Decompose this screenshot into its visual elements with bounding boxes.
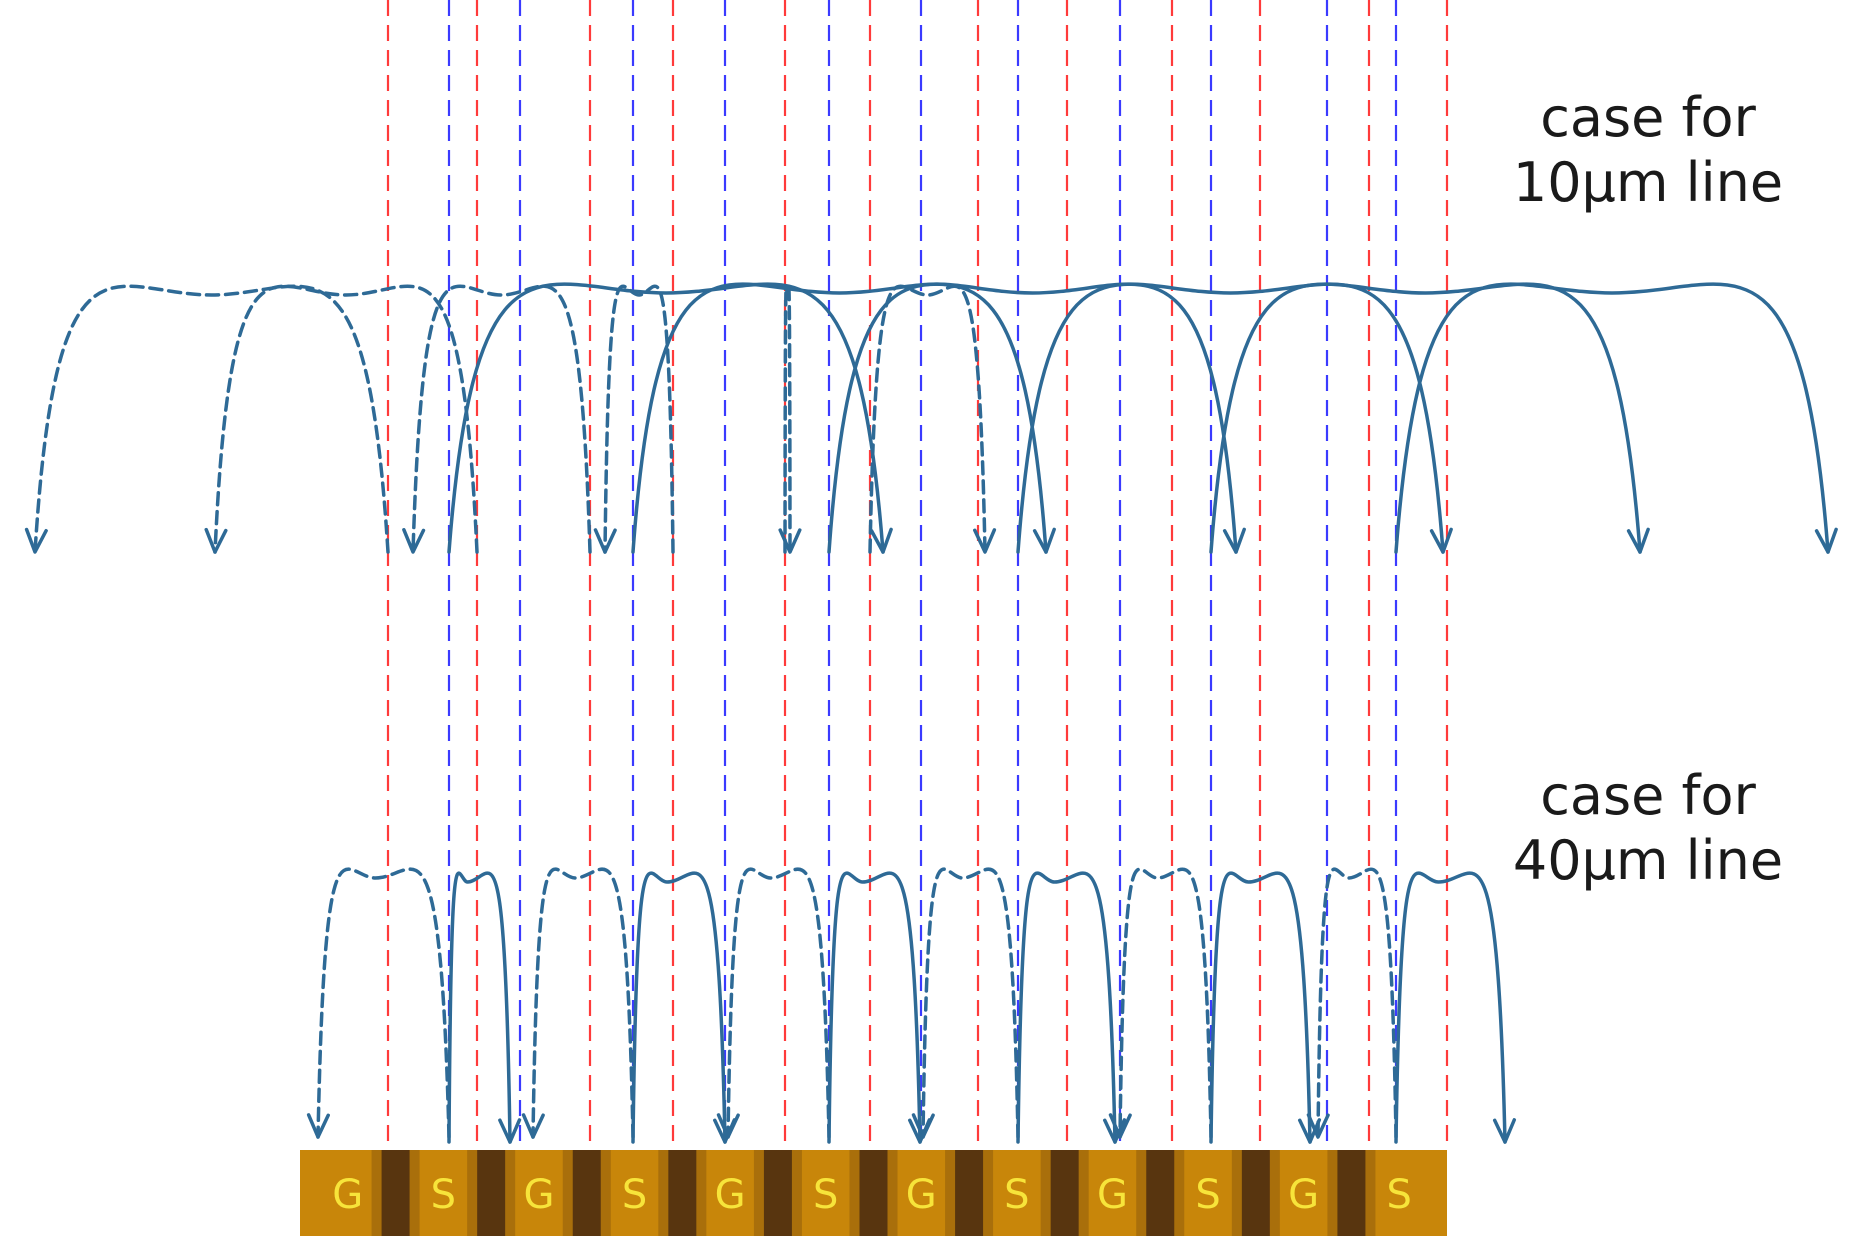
arrowhead-icon bbox=[973, 528, 997, 554]
arc-10um-dashed bbox=[24, 284, 390, 554]
strip-separator bbox=[1146, 1150, 1175, 1236]
arrowhead-icon bbox=[306, 1113, 330, 1139]
arc-40um-dashed bbox=[521, 867, 635, 1139]
arc-40um-dashed bbox=[1108, 867, 1213, 1139]
strip-separator bbox=[1241, 1150, 1270, 1236]
arc-40um-solid bbox=[1394, 871, 1517, 1144]
arrowhead-icon bbox=[1297, 1118, 1322, 1144]
guide-lines bbox=[386, 0, 1449, 1150]
label-case-40um-line1: case for bbox=[1540, 764, 1756, 827]
arcs-40um-case bbox=[306, 867, 1517, 1144]
strip-separator bbox=[1050, 1150, 1079, 1236]
arc-10um-dashed bbox=[402, 284, 592, 554]
strip-separator-shade bbox=[1231, 1150, 1280, 1236]
arrowhead-icon bbox=[713, 1118, 737, 1144]
strip-cell-label: S bbox=[1195, 1172, 1220, 1218]
label-case-10um-line2: 10μm line bbox=[1512, 150, 1784, 214]
arc-10um-solid bbox=[827, 282, 1246, 554]
strip-cell-label: G bbox=[332, 1172, 363, 1218]
strip-cell-label: G bbox=[715, 1172, 746, 1218]
arrowhead-icon bbox=[1492, 1118, 1517, 1144]
arrowhead-icon bbox=[1222, 527, 1246, 554]
arc-10um-dashed bbox=[868, 284, 997, 554]
strip-separator bbox=[572, 1150, 601, 1236]
arrowhead-icon bbox=[1814, 527, 1838, 554]
arrowhead-icon bbox=[1626, 527, 1650, 554]
strip-cell-label: G bbox=[1097, 1172, 1128, 1218]
arc-10um-solid bbox=[1016, 282, 1453, 554]
arc-10um-solid bbox=[1394, 282, 1838, 554]
strip-separator-shade bbox=[371, 1150, 420, 1236]
strip-cell-label: S bbox=[1387, 1172, 1412, 1218]
strip-cell-label: S bbox=[622, 1172, 647, 1218]
arc-10um-solid bbox=[447, 282, 893, 554]
arc-40um-dashed bbox=[716, 867, 831, 1139]
strip-separator bbox=[1337, 1150, 1366, 1236]
strip-separator-shade bbox=[658, 1150, 707, 1236]
strip-separator-shade bbox=[467, 1150, 516, 1236]
arrowhead-icon bbox=[869, 527, 893, 554]
arc-10um-dashed bbox=[778, 284, 802, 554]
strip-separator-shade bbox=[945, 1150, 994, 1236]
arrowhead-icon bbox=[521, 1113, 545, 1139]
strip-separator bbox=[477, 1150, 506, 1236]
strip-separator bbox=[955, 1150, 984, 1236]
arc-40um-solid bbox=[1209, 871, 1322, 1144]
strip-separator-shade bbox=[1136, 1150, 1185, 1236]
arc-10um-solid bbox=[631, 282, 1056, 554]
strip-separator bbox=[381, 1150, 410, 1236]
strip-cell-label: G bbox=[523, 1172, 554, 1218]
strip-separator-shade bbox=[1327, 1150, 1376, 1236]
label-case-10um: case for 10μm line bbox=[1478, 86, 1818, 216]
arrowhead-icon bbox=[778, 528, 802, 554]
arc-40um-solid bbox=[827, 871, 932, 1144]
arrowhead-icon bbox=[1429, 527, 1453, 554]
arc-40um-dashed bbox=[1306, 867, 1398, 1139]
arrowhead-icon bbox=[498, 1118, 522, 1144]
strip-separator bbox=[763, 1150, 792, 1236]
arc-10um-dashed bbox=[204, 284, 479, 554]
strip-cell-label: G bbox=[1288, 1172, 1319, 1218]
strip-cell-label: S bbox=[431, 1172, 456, 1218]
arrowhead-icon bbox=[908, 1118, 932, 1144]
arrowhead-icon bbox=[204, 527, 228, 554]
arrowhead-icon bbox=[402, 528, 426, 554]
arrowhead-icon bbox=[1032, 527, 1056, 554]
arc-40um-dashed bbox=[911, 867, 1020, 1139]
label-case-10um-line1: case for bbox=[1540, 86, 1756, 149]
strip-separator bbox=[859, 1150, 888, 1236]
arrowhead-icon bbox=[1103, 1118, 1127, 1144]
arc-10um-solid bbox=[1209, 282, 1650, 554]
label-case-40um: case for 40μm line bbox=[1478, 764, 1818, 894]
strip-separator-shade bbox=[753, 1150, 802, 1236]
arrowhead-icon bbox=[1306, 1113, 1330, 1139]
arc-10um-dashed bbox=[593, 284, 675, 554]
strip-cell-label: G bbox=[906, 1172, 937, 1218]
strip-separator-shade bbox=[1040, 1150, 1089, 1236]
arc-40um-solid bbox=[447, 871, 522, 1144]
strip-separator-shade bbox=[849, 1150, 898, 1236]
arrowhead-icon bbox=[593, 528, 617, 554]
arc-40um-dashed bbox=[306, 867, 451, 1139]
arc-40um-solid bbox=[1016, 871, 1127, 1144]
arrowhead-icon bbox=[24, 527, 48, 554]
arcs-10um-case bbox=[24, 282, 1838, 554]
strip-cell-label: S bbox=[813, 1172, 838, 1218]
strip-cell-label: S bbox=[1004, 1172, 1029, 1218]
strip-separator-shade bbox=[562, 1150, 611, 1236]
strip-separator bbox=[668, 1150, 697, 1236]
label-case-40um-line2: 40μm line bbox=[1512, 828, 1784, 892]
arc-40um-solid bbox=[631, 871, 737, 1144]
